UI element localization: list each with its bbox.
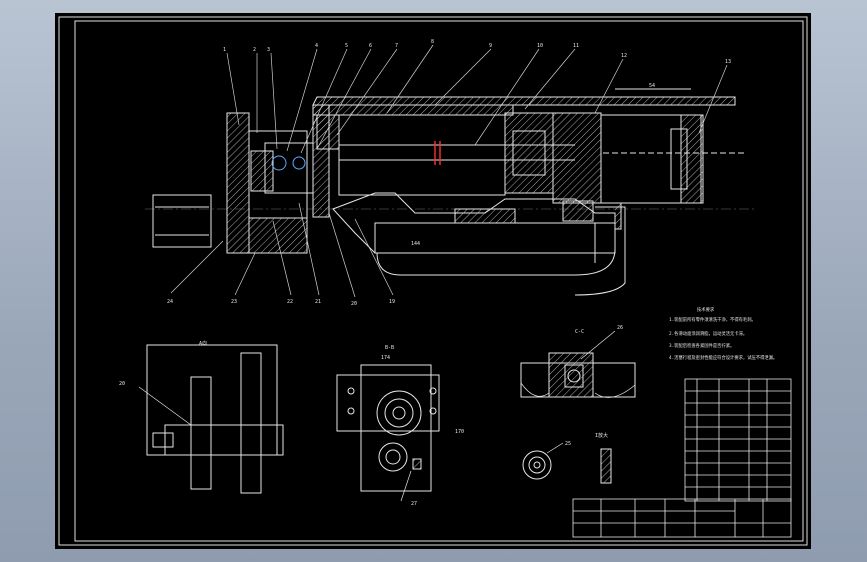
tech-note-line: 1.装配前所有零件须清洗干净，不得有毛刺。: [669, 316, 756, 323]
part-number-label: 19: [389, 299, 395, 305]
part-number-label: 13: [725, 59, 731, 65]
view-label-middle: B-B: [385, 345, 394, 351]
dim-170: 170: [455, 429, 464, 435]
main-section-view: [152, 88, 745, 296]
part-number-label: 3: [267, 47, 270, 53]
assembly-drawing: 1 2 3 4 5 6 7 8 9 10 11 12 13 54 144: [58, 16, 808, 546]
view-label-right: C-C: [575, 329, 584, 335]
part-number-labels-top: 1 2 3 4 5 6 7 8 9 10 11 12 13 54 144: [223, 39, 731, 247]
dim-144: 144: [411, 241, 420, 247]
part-number-label: 24: [167, 299, 173, 305]
drawing-sheet: 1 2 3 4 5 6 7 8 9 10 11 12 13 54 144: [55, 13, 811, 549]
left-view: [138, 344, 284, 494]
part-number-label: 9: [489, 43, 492, 49]
inner-border: [74, 20, 804, 542]
part-number-label: 8: [431, 39, 434, 45]
right-section-view: [520, 330, 636, 398]
tech-note-line: 4.活塞行程及密封性能应符合设计要求，试压不得泄漏。: [669, 354, 777, 361]
leader-lines-top: [226, 44, 728, 154]
title-block: [572, 498, 792, 538]
part-number-label: 22: [287, 299, 293, 305]
view-label-small: I放大: [595, 432, 608, 439]
middle-view: [336, 364, 440, 502]
part-number-label: 7: [395, 43, 398, 49]
tech-notes: 技术要求 1.装配前所有零件须清洗干净，不得有毛刺。 2.各滑动面涂润滑脂，运动…: [669, 306, 777, 361]
callout-label: 25: [565, 441, 571, 447]
callout-label: 26: [617, 325, 623, 331]
small-detail-view: [522, 442, 612, 484]
part-number-label: 4: [315, 43, 318, 49]
part-number-label: 21: [315, 299, 321, 305]
part-number-labels-bottom: 24 23 22 21 20 19: [167, 299, 395, 307]
parts-list: [684, 378, 792, 502]
tech-notes-title: 技术要求: [697, 306, 715, 313]
part-number-label: 1: [223, 47, 226, 53]
part-number-label: 6: [369, 43, 372, 49]
callout-label: 20: [119, 381, 125, 387]
tech-note-line: 2.各滑动面涂润滑脂，运动灵活无卡滞。: [669, 330, 747, 337]
part-number-label: 11: [573, 43, 579, 49]
leader-lines-bottom: [170, 202, 394, 298]
part-number-label: 12: [621, 53, 627, 59]
callout-label: 27: [411, 501, 417, 507]
dim-54: 54: [649, 83, 655, 89]
part-number-label: 5: [345, 43, 348, 49]
part-number-label: 10: [537, 43, 543, 49]
part-number-label: 20: [351, 301, 357, 307]
view-label-left: A向: [199, 340, 207, 347]
part-number-label: 23: [231, 299, 237, 305]
dim-174: 174: [381, 355, 390, 361]
tech-note-line: 3.装配后检查各紧固件是否拧紧。: [669, 342, 734, 349]
part-number-label: 2: [253, 47, 256, 53]
outer-border: [58, 16, 808, 546]
